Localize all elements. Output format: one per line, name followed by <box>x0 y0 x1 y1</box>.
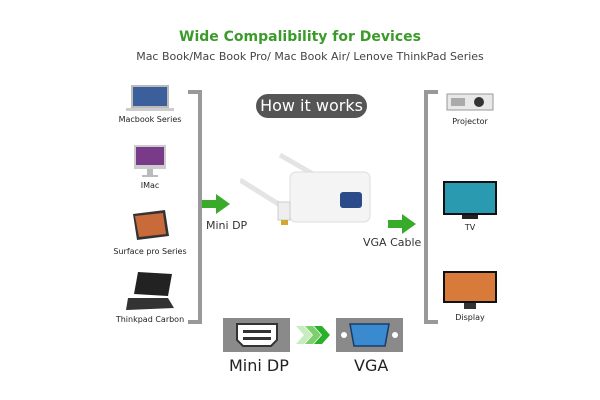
device-label: Surface pro Series <box>113 247 187 256</box>
right-bracket <box>424 90 438 324</box>
device-surface: Surface pro Series <box>100 208 200 256</box>
page-title: Wide Compalibility for Devices <box>179 29 421 45</box>
vga-port-icon <box>341 323 398 347</box>
input-label: Mini DP <box>206 219 248 232</box>
device-thinkpad: Thinkpad Carbon <box>100 270 200 324</box>
tv-icon <box>443 181 497 219</box>
device-label: Thinkpad Carbon <box>115 315 185 324</box>
adapter-image <box>240 152 371 225</box>
device-display: Display <box>420 270 520 322</box>
vga-port-box <box>336 318 403 352</box>
tablet-icon <box>133 210 169 240</box>
laptop-icon <box>126 85 174 111</box>
device-label: Display <box>455 313 485 322</box>
device-label: Projector <box>452 117 488 126</box>
minidp-port-box <box>223 318 290 352</box>
left-bracket <box>188 90 202 324</box>
minidp-port-icon <box>236 323 278 347</box>
monitor-icon <box>443 271 497 309</box>
device-label: IMac <box>140 181 160 190</box>
device-label: Macbook Series <box>118 115 182 124</box>
how-it-works-badge: How it works <box>256 94 367 118</box>
connector-to-label: VGA <box>354 356 389 375</box>
device-label: TV <box>464 223 476 232</box>
arrow-right-icon <box>388 214 416 234</box>
device-imac: IMac <box>100 144 200 190</box>
device-projector: Projector <box>420 90 520 126</box>
imac-icon <box>134 145 166 177</box>
laptop-icon <box>126 272 174 310</box>
output-label: VGA Cable <box>363 236 422 249</box>
arrow-right-icon <box>202 194 230 214</box>
device-tv: TV <box>420 180 520 232</box>
connector-from-label: Mini DP <box>229 356 289 375</box>
device-macbook: Macbook Series <box>100 84 200 124</box>
subtitle: Mac Book/Mac Book Pro/ Mac Book Air/ Len… <box>136 50 484 63</box>
chevrons-icon <box>296 326 330 344</box>
projector-icon <box>446 93 494 111</box>
